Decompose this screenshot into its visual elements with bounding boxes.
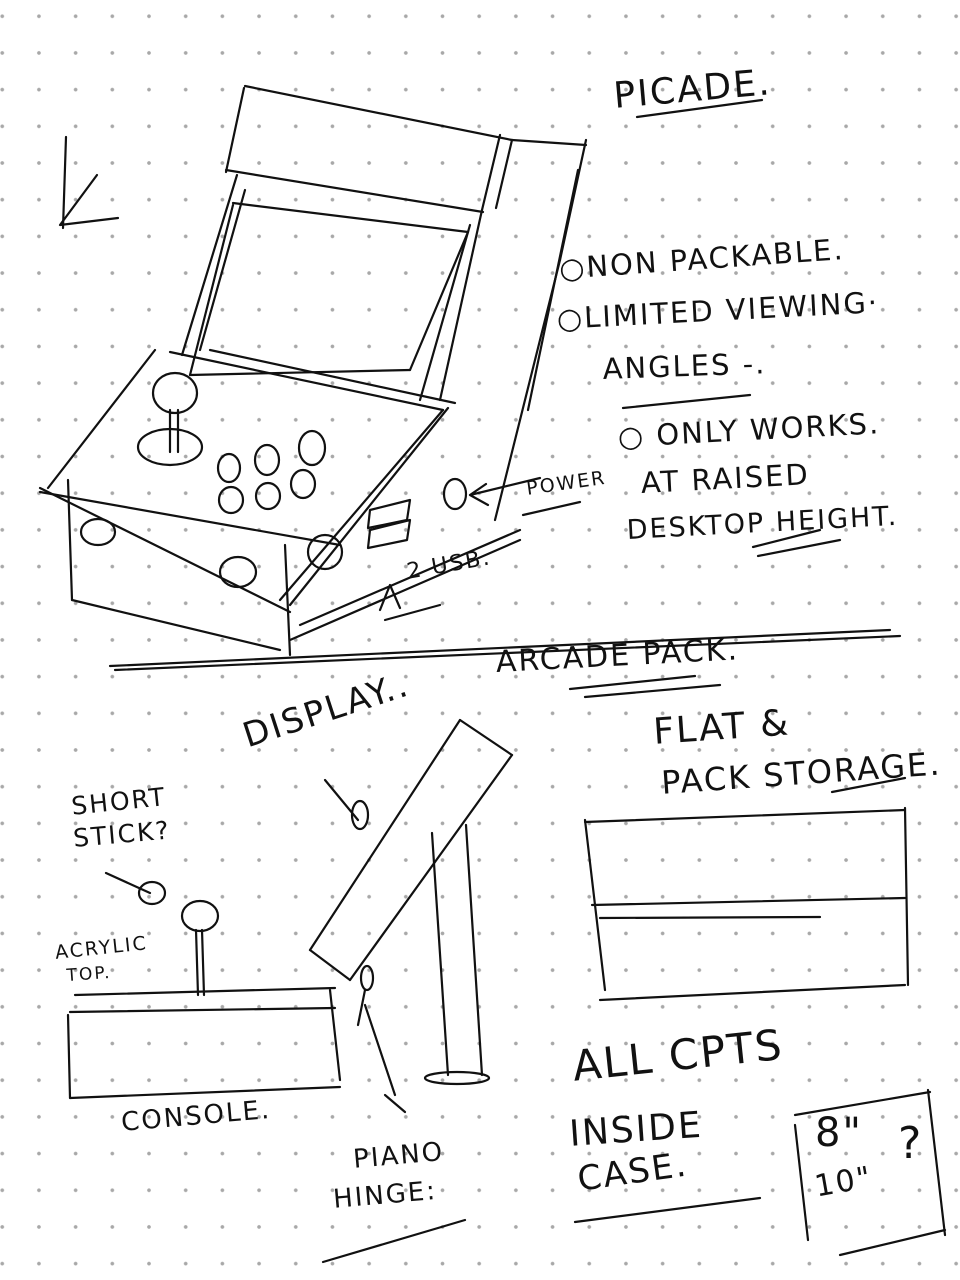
- axis-mark-icon: [58, 135, 120, 230]
- section-divider: [113, 634, 902, 672]
- arcade-pack-drawing: [66, 718, 947, 1257]
- acrylic-top-label-2: TOP.: [66, 962, 113, 986]
- screen-size-question: ?: [898, 1118, 924, 1169]
- note-line-3: ANGLES -.: [602, 346, 767, 386]
- picade-cabinet-drawing: [38, 84, 588, 657]
- screen-size-8: 8": [815, 1110, 863, 1156]
